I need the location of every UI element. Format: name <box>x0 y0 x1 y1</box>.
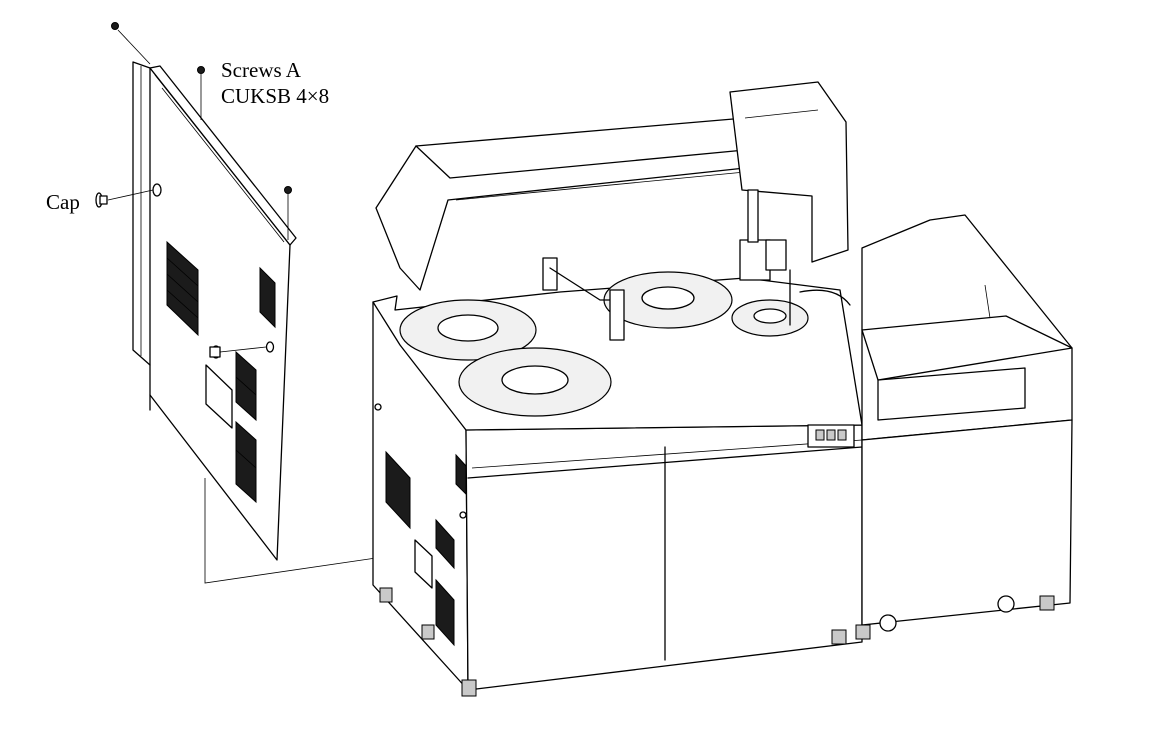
reaction-disks <box>399 271 809 417</box>
cap-part <box>95 189 154 208</box>
cap-label: Cap <box>46 190 80 214</box>
lower-screw <box>209 346 267 358</box>
panel-vent-grilles <box>166 240 276 504</box>
analyzer-right-module <box>855 214 1073 640</box>
screws-a-label: Screws A <box>221 58 301 82</box>
right-module-casters <box>855 595 1055 640</box>
analyzer-open-lid <box>375 81 849 291</box>
screw-spec-label: CUKSB 4×8 <box>221 84 330 108</box>
screws-a <box>111 22 292 240</box>
analyzer-feet <box>379 587 847 697</box>
side-cover-panel <box>132 61 297 561</box>
probe-arms <box>542 189 851 341</box>
